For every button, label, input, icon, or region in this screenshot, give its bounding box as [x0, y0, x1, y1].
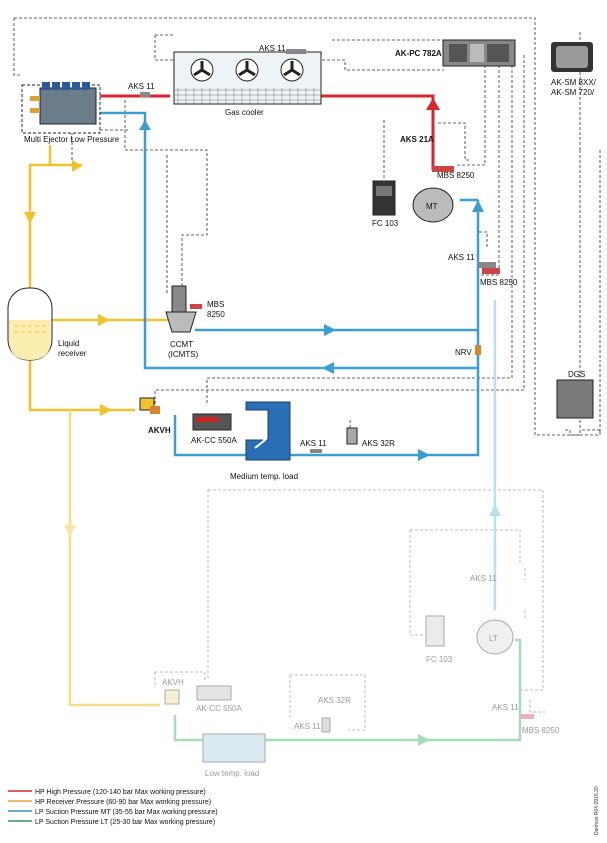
akcc-lt-controller	[196, 685, 232, 701]
medium-temp-load	[245, 401, 291, 461]
aks11-lt2-label: AKS 11	[294, 722, 321, 731]
aks11-sensor-left	[140, 92, 150, 97]
dgs-label: DGS	[568, 370, 585, 379]
aks11-top-label: AKS 11	[259, 44, 286, 53]
mbs-ccmt-sensor	[190, 304, 202, 309]
hp-arrow-up	[426, 98, 440, 110]
multi-ejector	[21, 82, 101, 134]
liquid-receiver	[7, 287, 53, 361]
fc103-label: FC 103	[372, 219, 399, 228]
receiver-lines	[24, 145, 168, 707]
dgs-sensor	[556, 379, 594, 419]
hp-lines	[100, 94, 440, 170]
akvh-lt-valve	[164, 689, 180, 705]
mbs8250-mt-label: MBS 8250	[437, 171, 475, 180]
gas-cooler-label: Gas cooler	[225, 108, 264, 117]
mt-compressor	[412, 187, 454, 223]
mbs8250-mt2-label: MBS 8250	[480, 278, 518, 287]
mbs-ccmt-label-1: MBS	[207, 300, 224, 309]
fan-icon	[190, 58, 214, 82]
aks11-mt-sensor	[478, 262, 496, 268]
nrv-valve	[475, 345, 481, 355]
aks11-mt-label: AKS 11	[448, 253, 475, 262]
akpc-label: AK-PC 782A	[395, 49, 442, 58]
mbs8250-mt-sensor	[482, 268, 500, 274]
aks11-med-label: AKS 11	[300, 439, 327, 448]
low-load-label: Low temp. load	[205, 769, 259, 778]
aks32r-lt-sensor	[321, 717, 331, 733]
legend-text-receiver: HP Receiver Pressure (60-90 bar Max work…	[35, 799, 211, 806]
aksm-label-1: AK-SM 8XX/	[551, 78, 597, 87]
mbs-ccmt-label-2: 8250	[207, 310, 225, 319]
akvh-valve	[139, 397, 160, 414]
aks32r-sensor	[346, 427, 358, 445]
liquid-receiver-label-2: receiver	[58, 349, 87, 358]
lt-compressor	[476, 619, 514, 655]
control-wiring-faded	[154, 489, 545, 731]
mt-label: MT	[426, 202, 438, 211]
mt-lines	[100, 111, 484, 461]
aks21a-label: AKS 21A	[400, 135, 434, 144]
mbs8250-lt-label: MBS 8250	[522, 726, 560, 735]
ccmt-valve	[165, 285, 197, 333]
legend-text-hp: HP High Pressure (120-140 bar Max workin…	[35, 789, 206, 796]
akcc-label: AK-CC 550A	[191, 436, 237, 445]
aksm-monitor	[551, 42, 593, 72]
multi-ejector-label: Multi Ejector Low Pressure	[24, 135, 120, 144]
fc103-lt-drive	[425, 615, 445, 647]
legend-text-mt: LP Suction Pressure MT (35-55 bar Max wo…	[35, 809, 218, 816]
aks32r-lt-label: AKS 32R	[318, 696, 351, 705]
lt-label: LT	[489, 634, 498, 643]
akpc-controller	[442, 39, 516, 67]
aks11-lt3-label: AKS 11	[492, 703, 519, 712]
aks11-med-sensor	[310, 449, 322, 453]
side-code: Danfoss R64-2915.20	[594, 786, 600, 835]
mbs8250-lt-sensor	[520, 714, 534, 719]
akvh-lt-label: AKVH	[162, 678, 184, 687]
gas-cooler	[173, 51, 322, 105]
legend: HP High Pressure (120-140 bar Max workin…	[8, 789, 218, 826]
mbs8250-sensor	[432, 166, 454, 172]
aksm-label-2: AK-SM 720/	[551, 88, 595, 97]
ccmt-label-1: CCMT	[170, 340, 193, 349]
fc103-lt-label: FC 103	[426, 655, 453, 664]
liquid-receiver-label-1: Liquid	[58, 339, 79, 348]
lt-lines	[173, 300, 522, 746]
akcc-controller	[192, 413, 232, 431]
nrv-label: NRV	[455, 348, 472, 357]
aks11-sensor-top	[286, 49, 306, 54]
medium-load-label: Medium temp. load	[230, 472, 298, 481]
fan-icon	[235, 58, 259, 82]
ccmt-label-2: (ICMTS)	[168, 350, 199, 359]
fan-icon	[280, 58, 304, 82]
legend-text-lt: LP Suction Pressure LT (25-30 bar Max wo…	[35, 819, 215, 826]
aks32r-label: AKS 32R	[362, 439, 395, 448]
akvh-label: AKVH	[148, 426, 171, 435]
aks11-left-label: AKS 11	[128, 82, 155, 91]
low-temp-load	[202, 733, 266, 763]
akcc-lt-label: AK-CC 550A	[196, 704, 242, 713]
fc103-drive	[372, 180, 396, 216]
aks11-lt-label: AKS 11	[470, 574, 497, 583]
